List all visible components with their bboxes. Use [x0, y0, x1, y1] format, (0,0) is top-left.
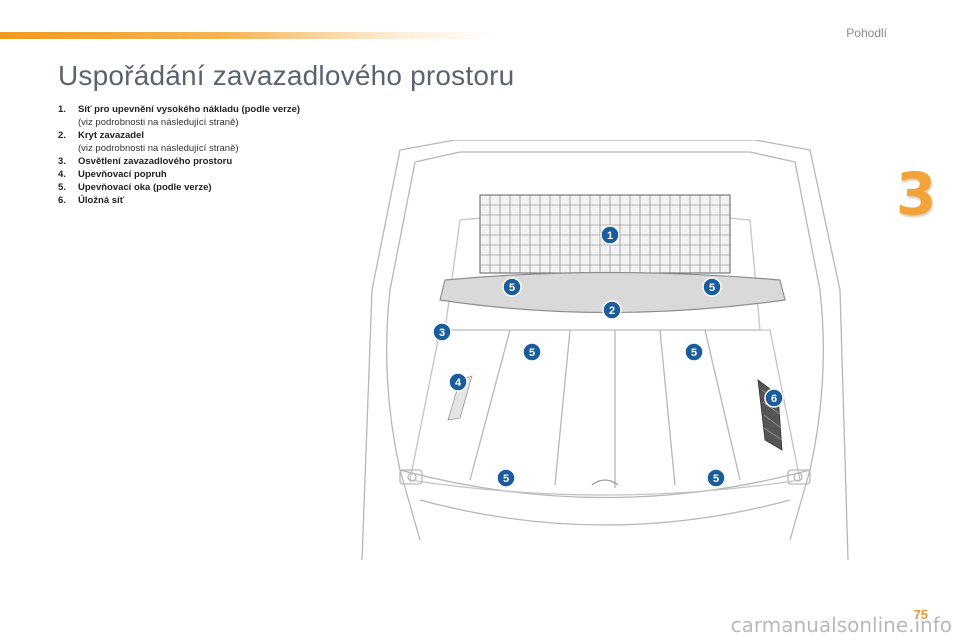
list-item: 5. Upevňovací oka (podle verze)	[58, 181, 308, 194]
svg-text:5: 5	[713, 473, 719, 485]
trunk-floor	[409, 329, 801, 496]
item-label: Upevňovací popruh	[78, 169, 167, 180]
callout-5: 5	[706, 468, 726, 488]
svg-text:6: 6	[771, 393, 777, 405]
callout-3: 3	[432, 322, 452, 342]
item-number: 5.	[58, 182, 66, 193]
tailgate-frame-outline	[399, 140, 849, 560]
legend-list: 1. Síť pro upevnění vysokého nákladu (po…	[58, 103, 308, 207]
list-item: 1. Síť pro upevnění vysokého nákladu (po…	[58, 103, 308, 129]
item-note: (viz podrobnosti na následující straně)	[78, 143, 239, 154]
item-label: Úložná síť	[78, 195, 125, 206]
svg-text:2: 2	[609, 305, 615, 317]
page-title: Uspořádání zavazadlového prostoru	[58, 60, 515, 91]
svg-text:5: 5	[709, 282, 715, 294]
svg-text:5: 5	[529, 347, 535, 359]
item-label: Síť pro upevnění vysokého nákladu (podle…	[78, 104, 301, 115]
item-number: 2.	[58, 130, 66, 141]
svg-text:5: 5	[691, 347, 697, 359]
callout-2: 2	[602, 300, 622, 320]
item-label: Kryt zavazadel	[78, 130, 145, 141]
item-number: 1.	[58, 104, 66, 115]
chapter-title: Pohodlí	[846, 26, 887, 40]
tailgate-frame-left	[361, 149, 401, 560]
svg-text:1: 1	[607, 230, 613, 242]
svg-text:3: 3	[439, 327, 445, 339]
item-note: (viz podrobnosti na následující straně)	[78, 117, 239, 128]
callout-5: 5	[684, 342, 704, 362]
callout-5: 5	[522, 342, 542, 362]
callout-1: 1	[600, 225, 620, 245]
page-number: 75	[913, 607, 928, 622]
svg-text:5: 5	[509, 282, 515, 294]
callout-4: 4	[448, 372, 468, 392]
luggage-cover	[439, 271, 786, 314]
list-item: 4. Upevňovací popruh	[58, 168, 308, 181]
item-number: 6.	[58, 195, 66, 206]
item-label: Upevňovací oka (podle verze)	[78, 182, 212, 193]
svg-text:5: 5	[503, 473, 509, 485]
callout-6: 6	[764, 388, 784, 408]
trunk-illustration: 1 2 3 4 5 5 5 5 5 5 6	[361, 140, 849, 560]
svg-text:4: 4	[455, 377, 462, 389]
callout-5: 5	[702, 277, 722, 297]
watermark: carmanualsonline.info	[730, 613, 952, 637]
list-item: 2. Kryt zavazadel (viz podrobnosti na nás…	[58, 129, 308, 155]
callout-5: 5	[502, 277, 522, 297]
tailgate-inner-frame	[414, 151, 821, 291]
list-item: 3. Osvětlení zavazadlového prostoru	[58, 155, 308, 168]
chapter-number: 3	[896, 160, 937, 228]
header-accent-stripe	[0, 32, 500, 39]
callout-5: 5	[496, 468, 516, 488]
list-item: 6. Úložná síť	[58, 194, 308, 207]
item-number: 4.	[58, 169, 66, 180]
item-label: Osvětlení zavazadlového prostoru	[78, 156, 233, 167]
item-number: 3.	[58, 156, 66, 167]
